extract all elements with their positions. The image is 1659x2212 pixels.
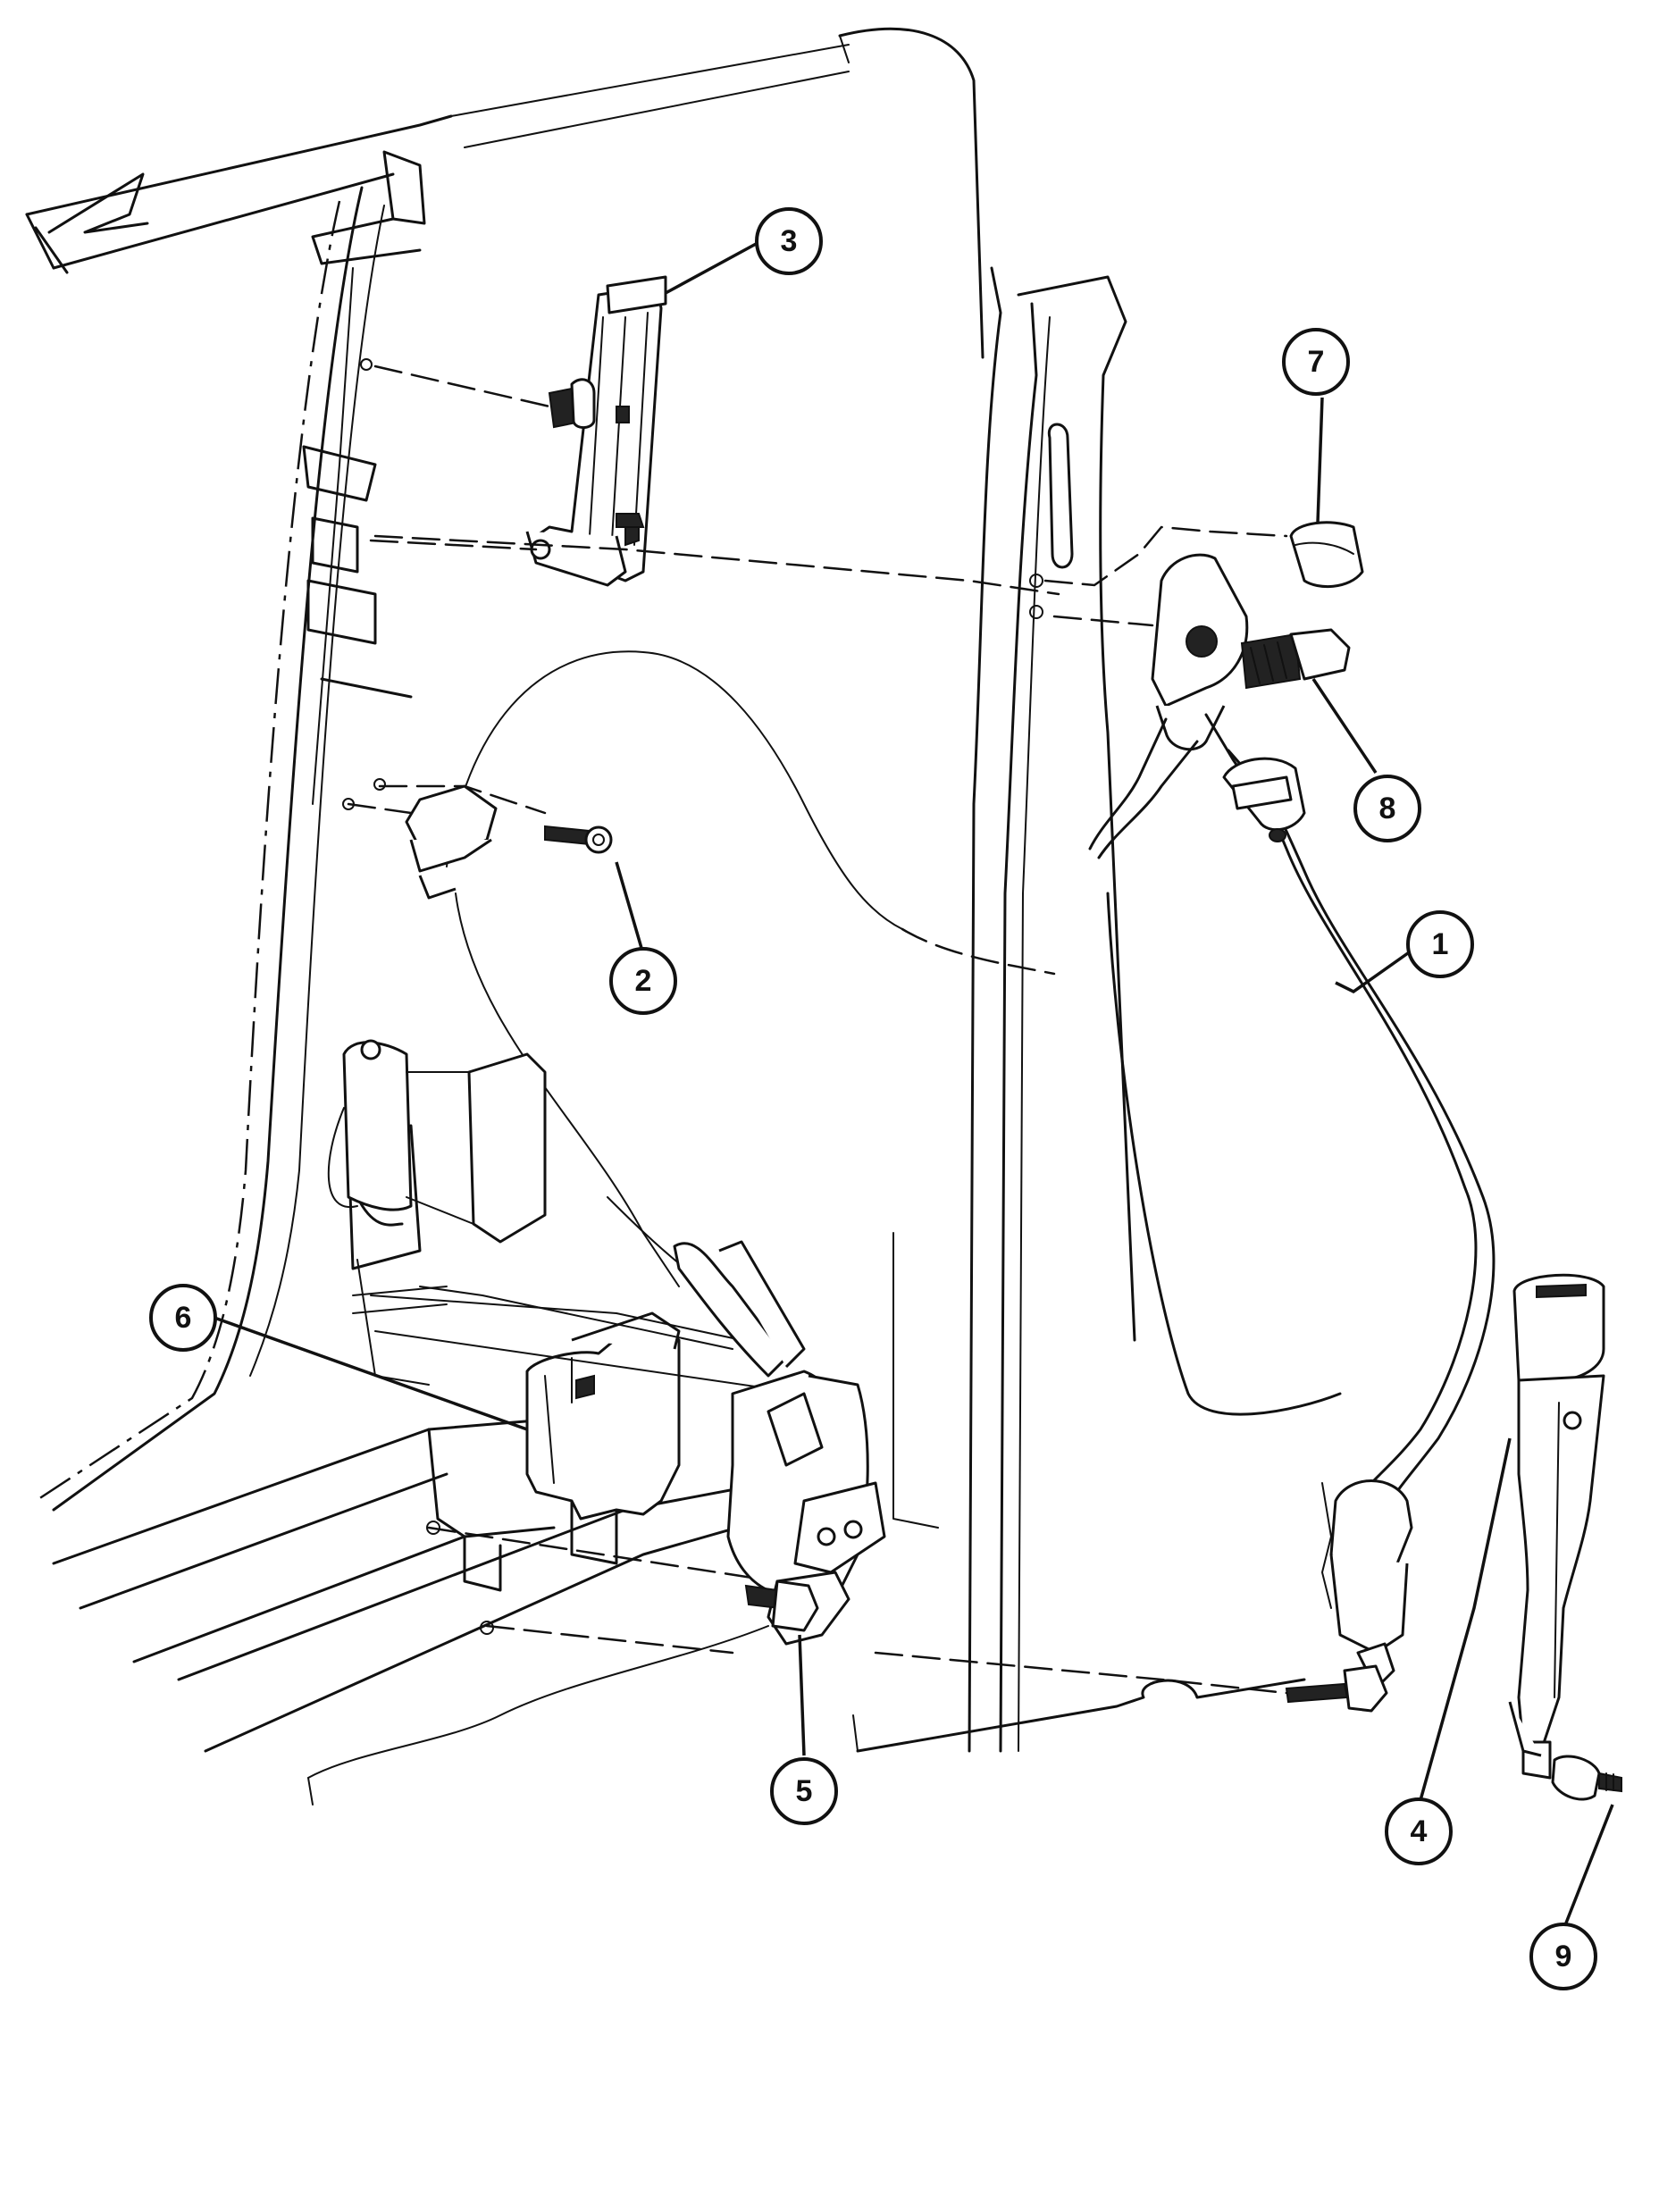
vehicle-body-outline: [25, 27, 1342, 1806]
svg-text:5: 5: [796, 1774, 813, 1808]
callout-5: 5: [770, 1757, 838, 1825]
retractor-cover: [525, 1311, 681, 1521]
buckle-bolt: [1551, 1755, 1622, 1801]
svg-text:9: 9: [1555, 1940, 1572, 1973]
svg-text:2: 2: [635, 964, 652, 998]
d-ring-height-adjuster: [525, 275, 667, 587]
anchor-mounting-line: [1043, 525, 1288, 587]
callout-9: 9: [1529, 1923, 1597, 1990]
retractor-cover-upper: [342, 1039, 547, 1244]
callout-leaders: [214, 241, 1614, 1926]
retractor-assembly: [673, 1240, 886, 1646]
seat-belt-webbing: [874, 553, 1496, 1713]
adjuster-screw: [360, 358, 596, 429]
anchor-bolt-cap: [1289, 521, 1364, 589]
webbing-guide-screw: [544, 825, 613, 854]
svg-text:8: 8: [1379, 792, 1396, 825]
anchor-bolt: [1240, 628, 1351, 690]
svg-text:1: 1: [1432, 927, 1449, 961]
seat-belt-buckle: [1508, 1273, 1605, 1780]
callout-1: 1: [1406, 910, 1474, 978]
svg-text:4: 4: [1411, 1814, 1428, 1848]
mounting-line-upper: [373, 534, 1060, 596]
callout-6: 6: [149, 1284, 217, 1352]
callout-2: 2: [609, 947, 677, 1015]
callout-3: 3: [755, 207, 823, 275]
callout-4: 4: [1385, 1797, 1453, 1865]
callout-8: 8: [1353, 775, 1421, 842]
webbing-guide-bracket: [342, 778, 547, 900]
svg-text:7: 7: [1308, 345, 1325, 379]
retractor-bolt: [426, 1521, 819, 1635]
svg-text:3: 3: [781, 224, 798, 258]
svg-text:6: 6: [175, 1301, 192, 1335]
callout-7: 7: [1282, 328, 1350, 396]
